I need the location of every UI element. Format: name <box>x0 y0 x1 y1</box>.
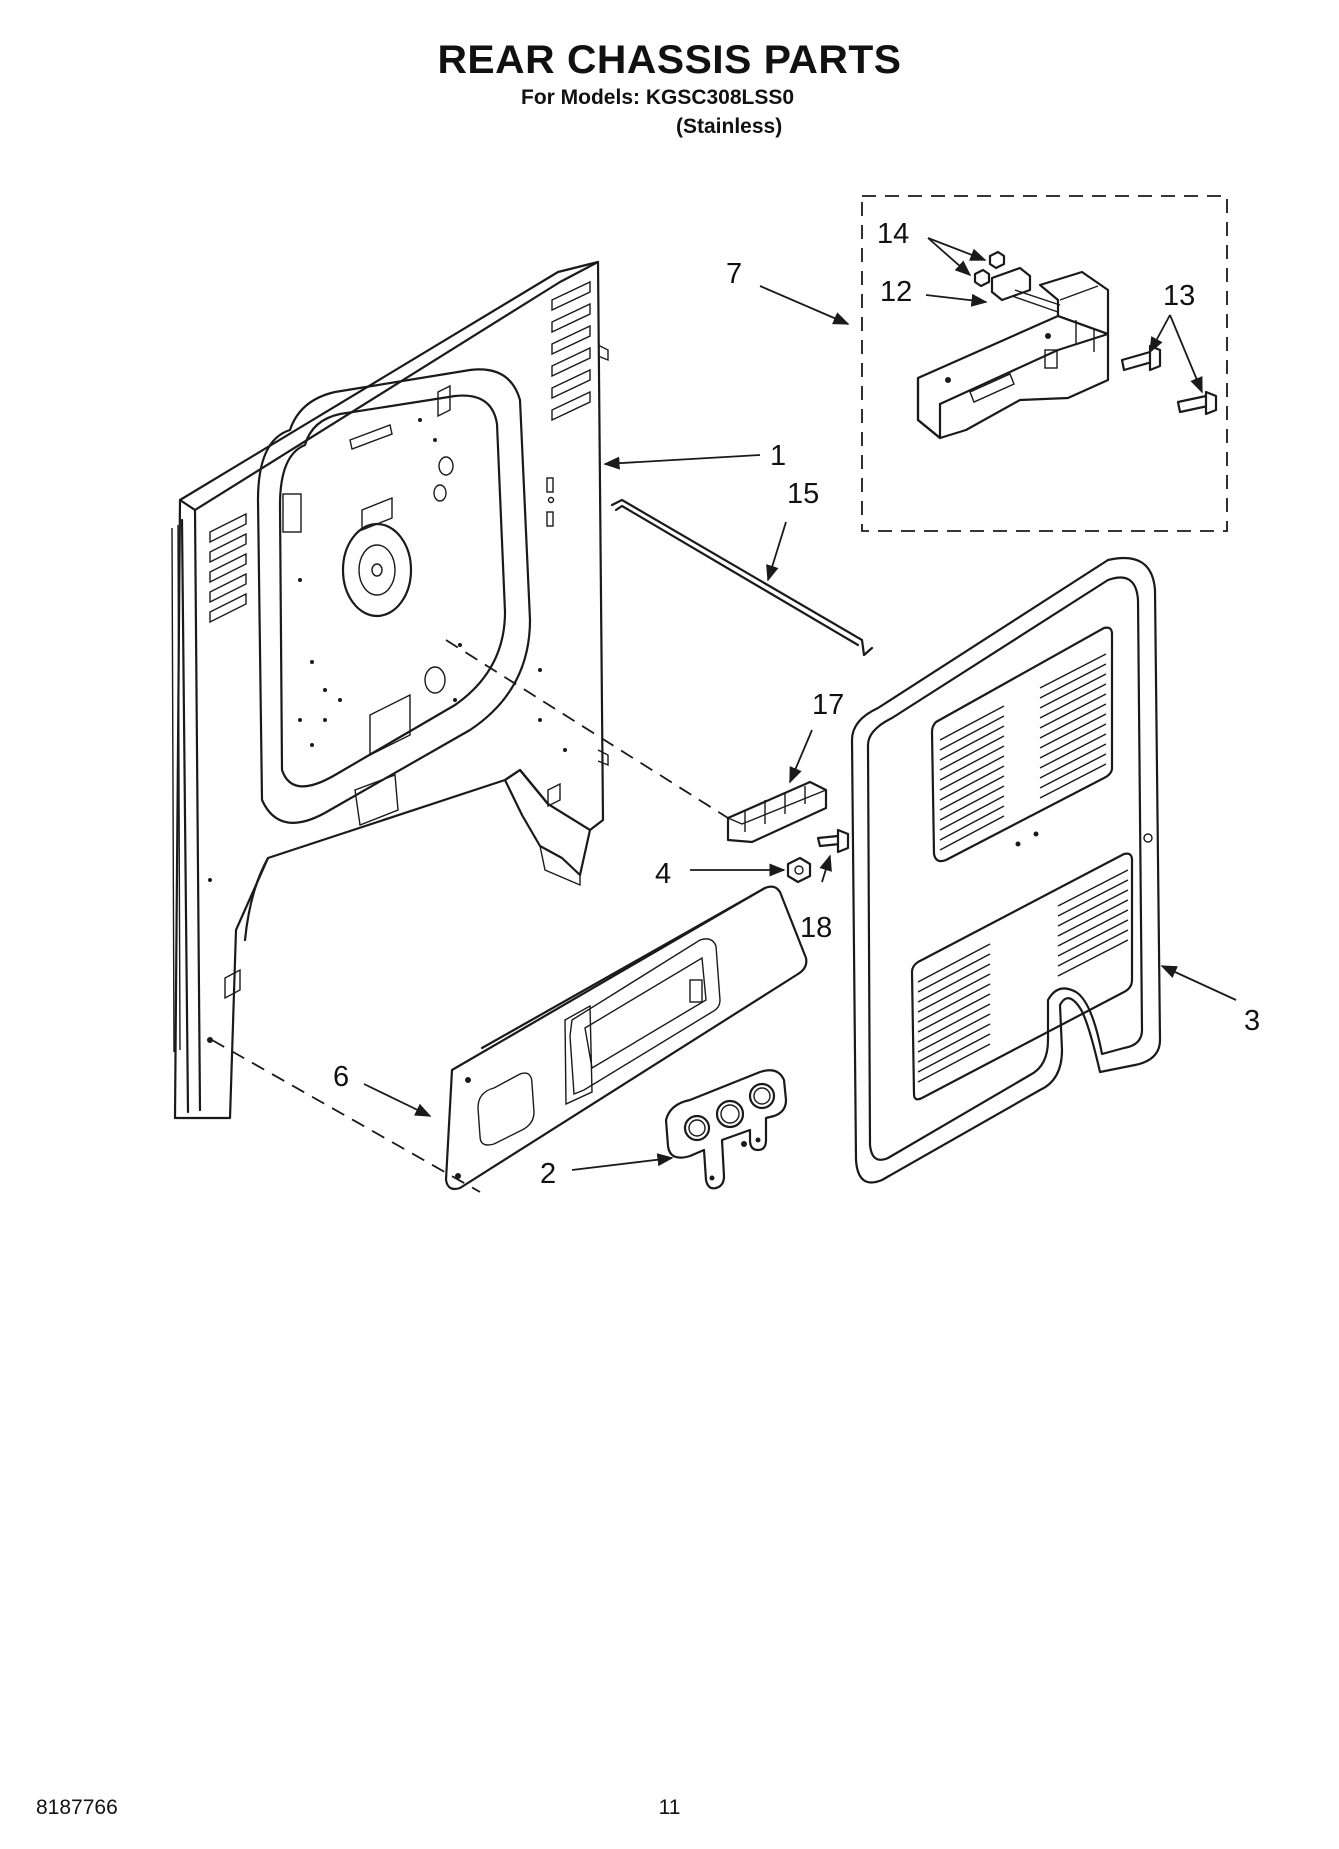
alignment-lines <box>211 639 729 1193</box>
rear-chassis-panel <box>171 260 609 1120</box>
callout-7: 7 <box>726 258 742 290</box>
lower-rear-plate <box>444 885 808 1191</box>
page-number: 11 <box>658 1796 681 1819</box>
doc-number: 8187766 <box>36 1796 118 1819</box>
support-rod <box>610 498 874 657</box>
burner-bracket <box>664 1069 788 1190</box>
screw-part <box>816 828 850 854</box>
callout-14: 14 <box>877 218 909 250</box>
nut-part <box>786 856 812 884</box>
callout-4: 4 <box>655 858 671 890</box>
callout-13: 13 <box>1163 280 1195 312</box>
page-title: REAR CHASSIS PARTS <box>437 38 902 82</box>
callout-12: 12 <box>880 276 912 308</box>
wire-retainer <box>726 780 828 844</box>
callout-2: 2 <box>540 1158 556 1190</box>
callout-6: 6 <box>333 1061 349 1093</box>
leader-lines <box>363 237 1237 1171</box>
terminal-block-assembly-box <box>861 195 1228 532</box>
callout-18: 18 <box>800 912 832 944</box>
callout-17: 17 <box>812 689 844 721</box>
finish-line: (Stainless) <box>676 115 783 138</box>
callout-15: 15 <box>787 478 819 510</box>
rear-access-panel <box>850 556 1162 1184</box>
callout-1: 1 <box>770 440 786 472</box>
models-line: For Models: KGSC308LSS0 <box>521 86 795 109</box>
callout-3: 3 <box>1244 1005 1260 1037</box>
